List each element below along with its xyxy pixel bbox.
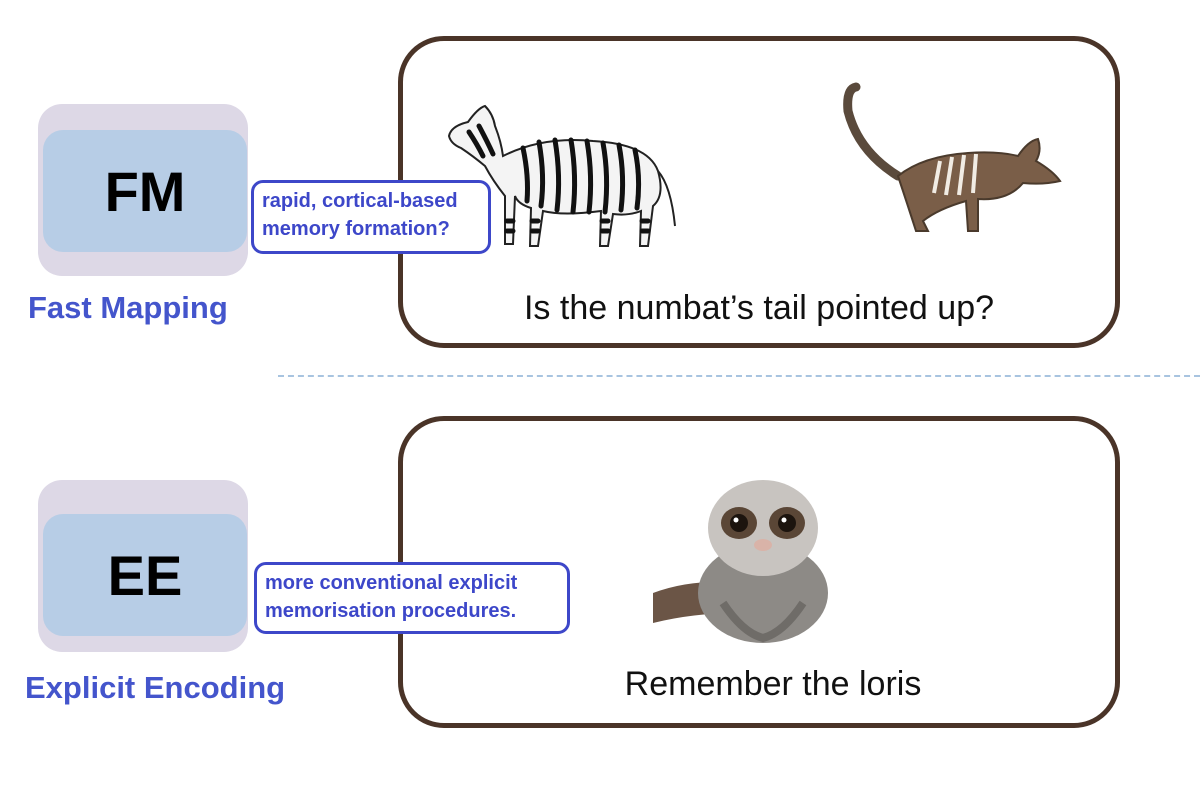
ee-callout-line-1: more conventional explicit: [265, 572, 518, 594]
numbat-tail: [843, 82, 903, 181]
fm-badge-text: FM: [104, 159, 186, 223]
fast-mapping-row: FM Fast Mapping: [0, 0, 1200, 360]
ee-badge: EE: [43, 514, 247, 636]
loris-eye-right: [778, 514, 796, 532]
fm-callout-line-1: rapid, cortical-based: [262, 190, 458, 212]
ee-badge-text: EE: [107, 543, 183, 607]
fast-mapping-caption: Is the numbat’s tail pointed up?: [523, 289, 995, 327]
fast-mapping-panel: Is the numbat’s tail pointed up?: [398, 36, 1120, 348]
explicit-encoding-row: EE Explicit Encoding Remember the loris …: [0, 380, 1200, 791]
fast-mapping-label: Fast Mapping: [28, 290, 228, 325]
numbat-stripes: [932, 153, 978, 196]
explicit-encoding-callout: more conventional explicit memorisation …: [254, 562, 570, 634]
loris-head: [708, 480, 818, 576]
zebra-stripes: [466, 123, 651, 234]
zebra-image: [447, 104, 676, 247]
fast-mapping-callout: rapid, cortical-based memory formation?: [251, 180, 491, 254]
explicit-encoding-caption: Remember the loris: [624, 665, 922, 703]
explicit-encoding-label: Explicit Encoding: [25, 670, 286, 705]
loris-image: [653, 480, 828, 643]
numbat-body: [896, 137, 1062, 232]
numbat-image: [843, 82, 1062, 232]
ee-callout-line-2: memorisation procedures.: [265, 600, 517, 622]
loris-eye-left: [730, 514, 748, 532]
loris-nose: [754, 539, 772, 551]
fm-badge: FM: [43, 130, 247, 252]
fm-callout-line-2: memory formation?: [262, 218, 450, 240]
section-divider: [278, 375, 1200, 377]
